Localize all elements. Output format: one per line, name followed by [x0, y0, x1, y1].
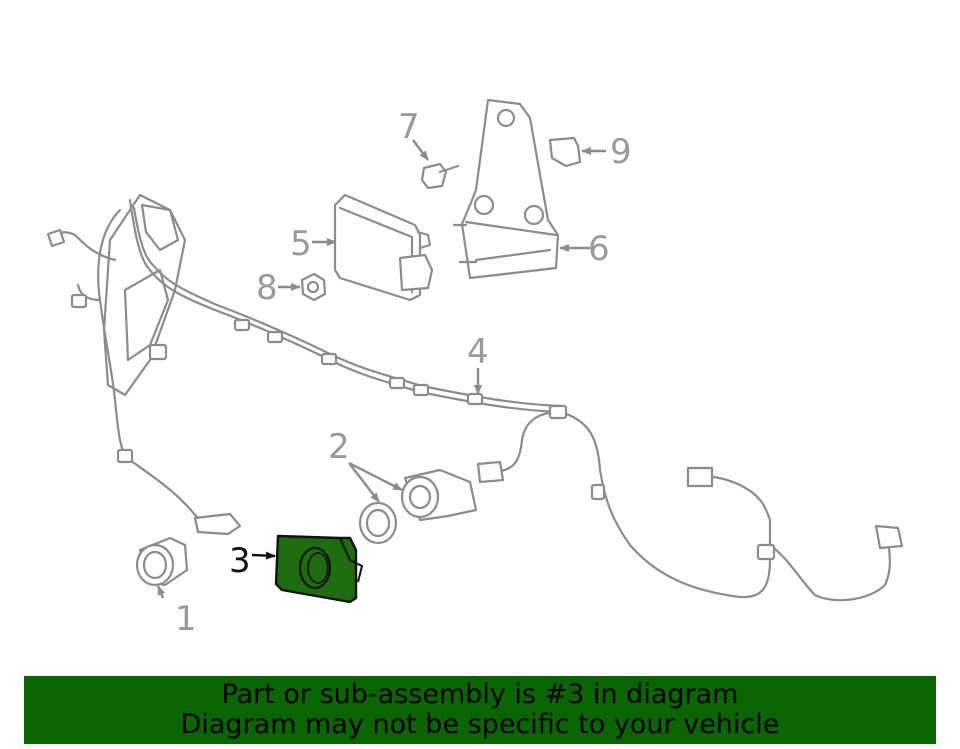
info-banner: Part or sub-assembly is #3 in diagram Di…	[24, 676, 936, 744]
callout-4: 4	[467, 332, 489, 372]
callout-8: 8	[256, 268, 278, 308]
banner-line-2: Diagram may not be specific to your vehi…	[180, 709, 780, 740]
wiring-harness[interactable]	[46, 193, 904, 602]
part-3-bezel-highlighted[interactable]	[274, 534, 364, 604]
callout-1: 1	[175, 599, 197, 639]
leader-lines	[156, 139, 606, 599]
banner-line-1: Part or sub-assembly is #3 in diagram	[221, 679, 739, 710]
part-9-clip[interactable]	[548, 136, 582, 168]
callout-9: 9	[610, 132, 632, 172]
callout-7: 7	[398, 107, 420, 147]
part-7-bolt[interactable]	[420, 162, 460, 190]
part-2-sensor[interactable]	[358, 468, 478, 545]
part-5-module[interactable]	[333, 193, 434, 302]
part-6-bracket[interactable]	[452, 98, 560, 280]
callout-3: 3	[229, 541, 251, 581]
callout-5: 5	[290, 224, 312, 264]
parts-diagram: 1 2 3 4 5 6 7 8 9	[46, 98, 904, 639]
callout-6: 6	[588, 229, 610, 269]
part-8-nut[interactable]	[300, 272, 327, 302]
callout-2: 2	[328, 427, 350, 467]
part-1-retainer[interactable]	[135, 536, 189, 587]
